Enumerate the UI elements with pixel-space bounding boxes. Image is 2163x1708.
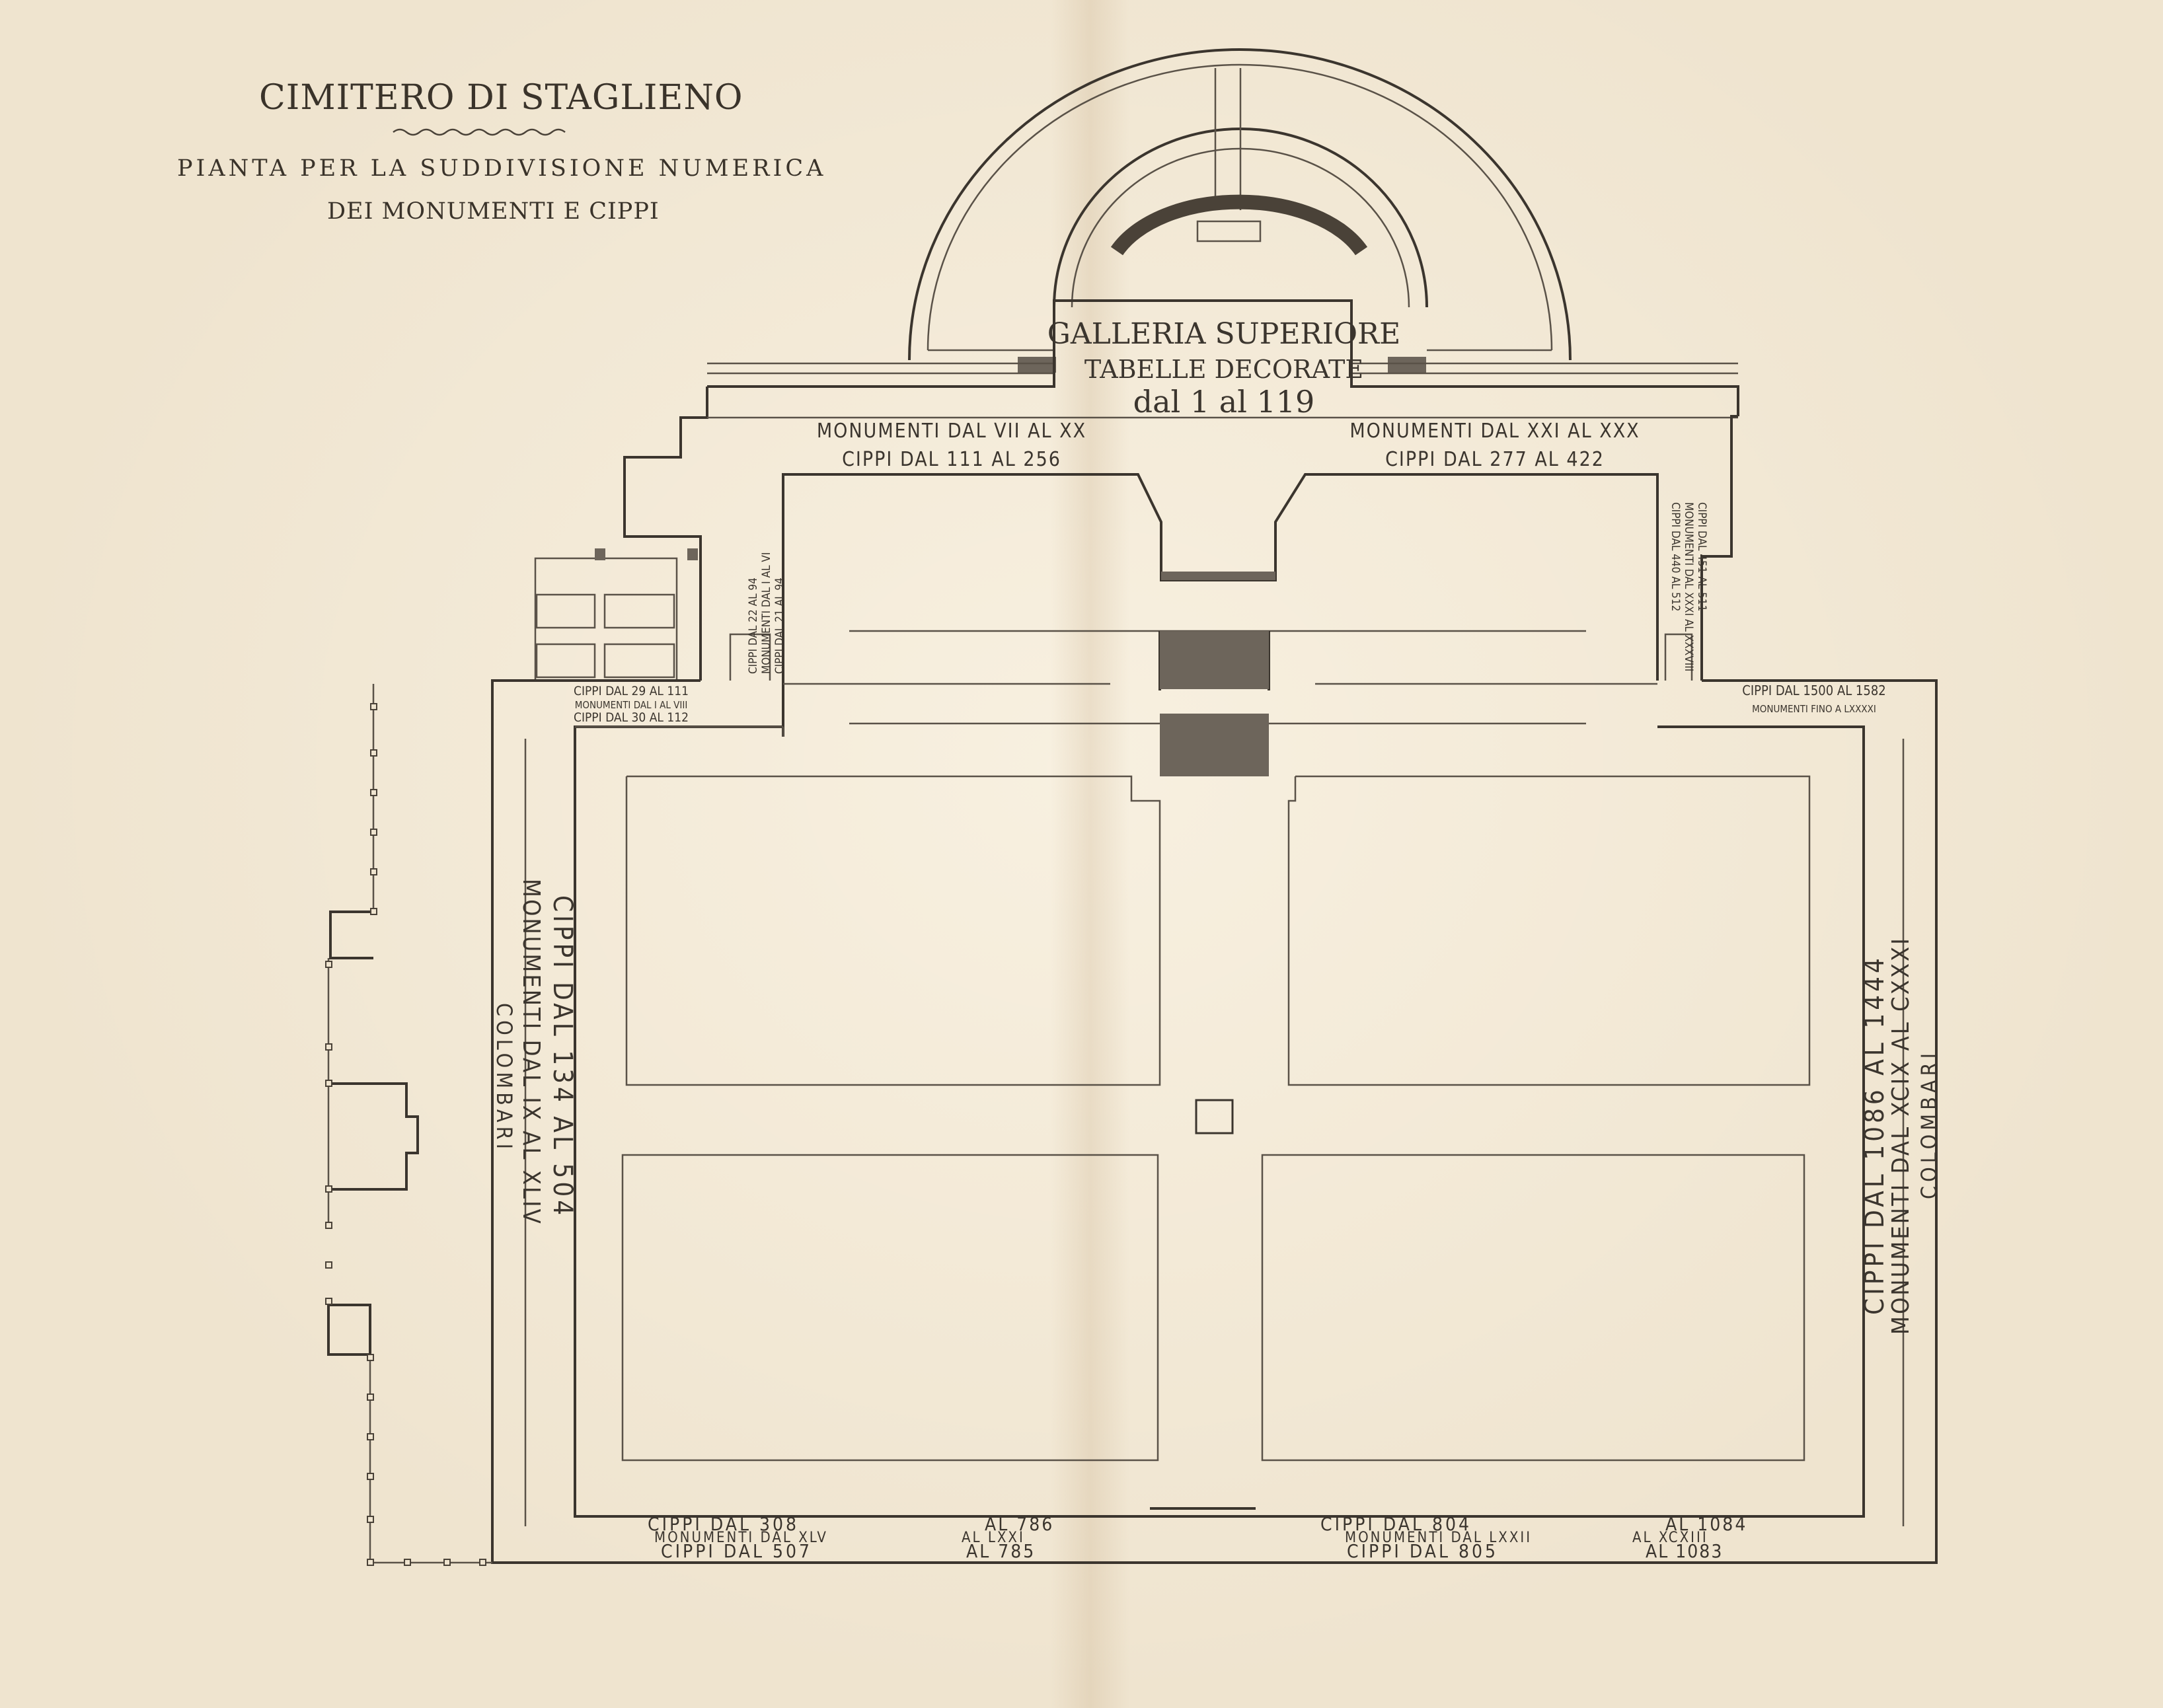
- bottom-left-line2a: MONUMENTI DAL XLV: [654, 1530, 828, 1546]
- sheet-title: CIMITERO DI STAGLIENO: [259, 78, 743, 118]
- title-ornament: [393, 128, 566, 136]
- left-corner-line3: CIPPI DAL 30 AL 112: [574, 710, 689, 725]
- bottom-right-line3b: AL 1083: [1646, 1540, 1723, 1562]
- top-left-monumenti: MONUMENTI DAL VII AL XX: [817, 420, 1086, 443]
- top-right-monumenti: MONUMENTI DAL XXI AL XXX: [1349, 420, 1640, 443]
- hemicycle: [908, 48, 1572, 373]
- left-annex: [534, 548, 698, 682]
- right-notch-line2: MONUMENTI DAL XXXI AL XXXVIII: [1682, 502, 1695, 671]
- bottom-left-line1a: CIPPI DAL 308: [648, 1513, 799, 1535]
- sheet-subtitle-1: PIANTA PER LA SUDDIVISIONE NUMERICA: [177, 155, 827, 182]
- bottom-right-line3a: CIPPI DAL 805: [1347, 1540, 1498, 1562]
- right-side-colombari: COLOMBARI: [1916, 1049, 1942, 1199]
- left-corner-line1: CIPPI DAL 29 AL 111: [574, 684, 689, 698]
- main-enclosure: [491, 679, 1938, 1564]
- burial-plots: [621, 775, 1811, 1462]
- left-corner-line2: MONUMENTI DAL I AL VIII: [575, 699, 688, 711]
- bottom-left-line2b: AL LXXI: [962, 1530, 1025, 1546]
- bottom-left-line3b: AL 785: [966, 1540, 1036, 1562]
- galleria-subtitle: TABELLE DECORATE: [1084, 355, 1363, 384]
- right-corner-line2: MONUMENTI FINO A LXXXXI: [1752, 703, 1876, 715]
- right-side-cippi: CIPPI DAL 1086 AL 1444: [1860, 955, 1890, 1315]
- central-avenue: [783, 630, 1657, 776]
- bottom-left-line1b: AL 786: [985, 1513, 1054, 1535]
- galleria-title: GALLERIA SUPERIORE: [1047, 317, 1401, 351]
- upper-gallery-structure: [623, 299, 1739, 737]
- left-notch-line1: CIPPI DAL 22 AL 94: [747, 577, 760, 674]
- page-fold-shadow: [1051, 0, 1130, 1708]
- top-right-cippi: CIPPI DAL 277 AL 422: [1385, 448, 1605, 471]
- left-side-colombari: COLOMBARI: [492, 1003, 517, 1153]
- bottom-right-line2b: AL XCXIII: [1632, 1530, 1708, 1546]
- bottom-right-line1b: AL 1084: [1665, 1513, 1747, 1535]
- left-notch-line2: MONUMENTI DAL I AL VI: [760, 552, 773, 674]
- right-side-monumenti: MONUMENTI DAL XCIX AL CXXXI: [1887, 936, 1915, 1335]
- right-corner-line1: CIPPI DAL 1500 AL 1582: [1742, 683, 1885, 698]
- outer-fence: [325, 684, 492, 1566]
- left-side-cippi: CIPPI DAL 134 AL 504: [547, 895, 578, 1218]
- left-side-monumenti: MONUMENTI DAL IX AL XLIV: [517, 879, 545, 1226]
- sheet-subtitle-2: DEI MONUMENTI E CIPPI: [327, 198, 660, 225]
- bottom-left-line3a: CIPPI DAL 507: [661, 1540, 812, 1562]
- right-notch-line3: CIPPI DAL 451 AL 511: [1695, 502, 1708, 611]
- top-left-cippi: CIPPI DAL 111 AL 256: [842, 448, 1061, 471]
- bottom-right-line1a: CIPPI DAL 804: [1320, 1513, 1472, 1535]
- left-notch-line3: CIPPI DAL 21 AL 94: [773, 577, 786, 674]
- galleria-range: dal 1 al 119: [1133, 384, 1315, 420]
- bottom-right-line2a: MONUMENTI DAL LXXII: [1345, 1530, 1532, 1546]
- right-notch-line1: CIPPI DAL 440 AL 512: [1669, 502, 1682, 611]
- notches: [729, 633, 1693, 681]
